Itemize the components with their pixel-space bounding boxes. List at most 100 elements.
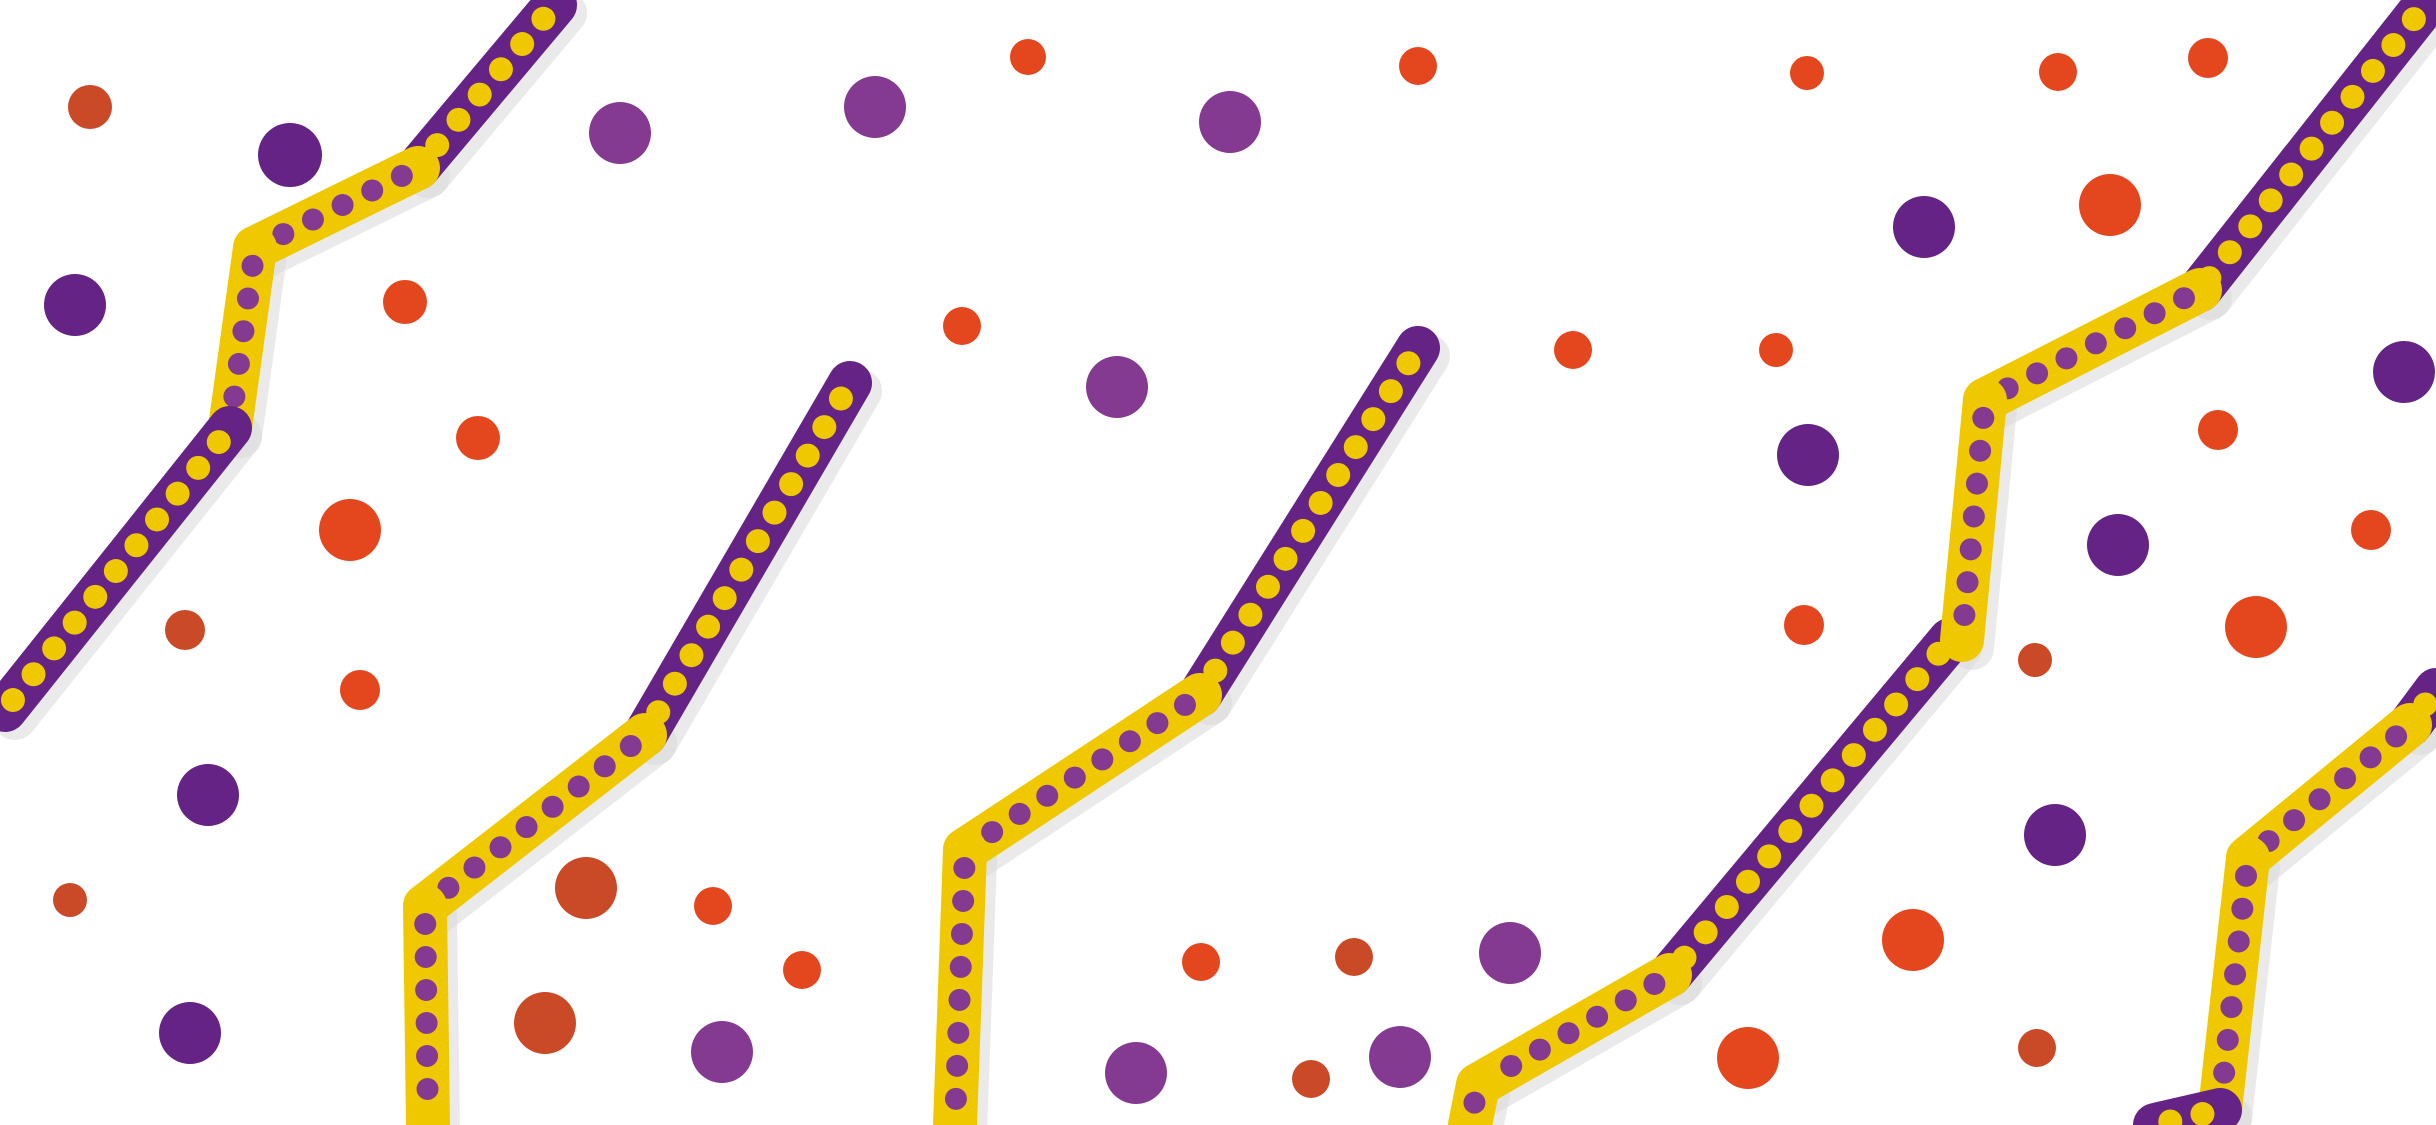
purple-strip-dot [1962, 505, 1985, 528]
purple-strip-dot [1173, 693, 1196, 716]
purple-strip-dot [2143, 302, 2166, 325]
purple-strip-dot [2308, 788, 2331, 811]
purple-strip-dot [227, 352, 250, 375]
confetti-dot [177, 764, 239, 826]
purple-strip-segment [1648, 618, 1972, 997]
confetti-dot [319, 499, 381, 561]
yellow-strip-dot [1361, 407, 1386, 432]
confetti-dot [159, 1002, 221, 1064]
yellow-strip-segment [1456, 953, 1692, 1107]
yellow-strip-dot [1693, 920, 1718, 945]
yellow-strip-dot [1735, 869, 1760, 894]
purple-strip-dot [593, 755, 616, 778]
yellow-strip-dot [1273, 546, 1298, 571]
yellow-strip-dot [124, 533, 149, 558]
purple-strip-dot [415, 1011, 438, 1034]
purple-strip-dot [463, 856, 486, 879]
yellow-strip-dot [1255, 574, 1280, 599]
yellow-strip-dot [2190, 1102, 2215, 1125]
purple-strip-dot [2213, 1061, 2236, 1084]
yellow-strip-dot [745, 529, 770, 554]
confetti-dot [1893, 196, 1955, 258]
confetti-dot [2079, 174, 2141, 236]
yellow-strip-dot [1884, 692, 1909, 717]
yellow-strip-dot [488, 57, 513, 82]
yellow-strip-dot [2238, 214, 2263, 239]
yellow-strip-dot [1238, 602, 1263, 627]
yellow-strip-dot [206, 430, 231, 455]
yellow-strip-dot [2217, 240, 2242, 265]
purple-strip-dot [1063, 766, 1086, 789]
purple-strip-segment [0, 406, 252, 732]
purple-strip-dot [1959, 538, 1982, 561]
yellow-strip-dot [83, 584, 108, 609]
yellow-strip-dot [1291, 518, 1316, 543]
yellow-strip-segment [933, 828, 987, 1125]
confetti-dot [2351, 510, 2391, 550]
purple-strip-dot [953, 856, 976, 879]
confetti-dot [2188, 38, 2228, 78]
confetti-dot [2018, 1029, 2056, 1067]
yellow-strip-dot [662, 671, 687, 696]
yellow-strip-dot [828, 386, 853, 411]
yellow-strip-segment [943, 673, 1222, 872]
purple-strip-dot [1008, 802, 1031, 825]
purple-strip-dot [489, 836, 512, 859]
confetti-dot [514, 992, 576, 1054]
yellow-strip-dot [186, 455, 211, 480]
purple-strip-dot [619, 735, 642, 758]
purple-strip-dot [1118, 730, 1141, 753]
confetti-dot [53, 883, 87, 917]
purple-strip-dot [2114, 317, 2137, 340]
purple-strip-dot [232, 320, 255, 343]
purple-strip-dot [1036, 784, 1059, 807]
confetti-dot [555, 857, 617, 919]
confetti-dot [68, 85, 112, 129]
yellow-strip-dot [2340, 84, 2365, 109]
yellow-strip-dot [1905, 667, 1930, 692]
purple-strip-dot [1463, 1091, 1486, 1114]
purple-strip-dot [947, 1021, 970, 1044]
purple-strip-dot [223, 385, 246, 408]
confetti-dot [1759, 333, 1793, 367]
yellow-strip-segment [208, 226, 277, 450]
yellow-strip-dot [1714, 895, 1739, 920]
yellow-strip-dot [1820, 768, 1845, 793]
yellow-strip-dot [729, 557, 754, 582]
purple-strip-segment [2133, 1088, 2242, 1125]
purple-strip-dot [1528, 1038, 1551, 1061]
yellow-strip-dot [795, 443, 820, 468]
purple-strip-dot [1965, 472, 1988, 495]
confetti-dot [1777, 424, 1839, 486]
confetti-dot [1010, 39, 1046, 75]
yellow-strip-segment [403, 884, 450, 1125]
purple-strip-dot [390, 164, 413, 187]
purple-strip-dot [1146, 712, 1169, 735]
yellow-strip-dot [1841, 743, 1866, 768]
yellow-strip-dot [510, 32, 535, 57]
yellow-strip-dot [2279, 162, 2304, 187]
yellow-strip-dot [165, 481, 190, 506]
purple-strip-dot [1091, 748, 1114, 771]
purple-strip-segment [2178, 0, 2436, 312]
confetti-dot [1199, 91, 1261, 153]
yellow-strip-dot [1799, 793, 1824, 818]
purple-strip-dot [2359, 746, 2382, 769]
yellow-strip-dot [1308, 490, 1333, 515]
purple-strip-dot [1956, 571, 1979, 594]
yellow-strip-dot [1378, 379, 1403, 404]
yellow-strip-dot [1396, 351, 1421, 376]
purple-strip-segment [1178, 326, 1440, 717]
yellow-strip-dot [762, 500, 787, 525]
purple-strip-dot [2172, 287, 2195, 310]
purple-strip-dot [2235, 864, 2258, 887]
purple-strip-dot [414, 945, 437, 968]
confetti-dot [165, 610, 205, 650]
yellow-strip-dot [2381, 33, 2406, 58]
yellow-strip-segment [2198, 836, 2270, 1125]
yellow-strip-dot [712, 586, 737, 611]
yellow-strip-dot [2258, 188, 2283, 213]
confetti-dot [1790, 56, 1824, 90]
confetti-dot [2039, 53, 2077, 91]
